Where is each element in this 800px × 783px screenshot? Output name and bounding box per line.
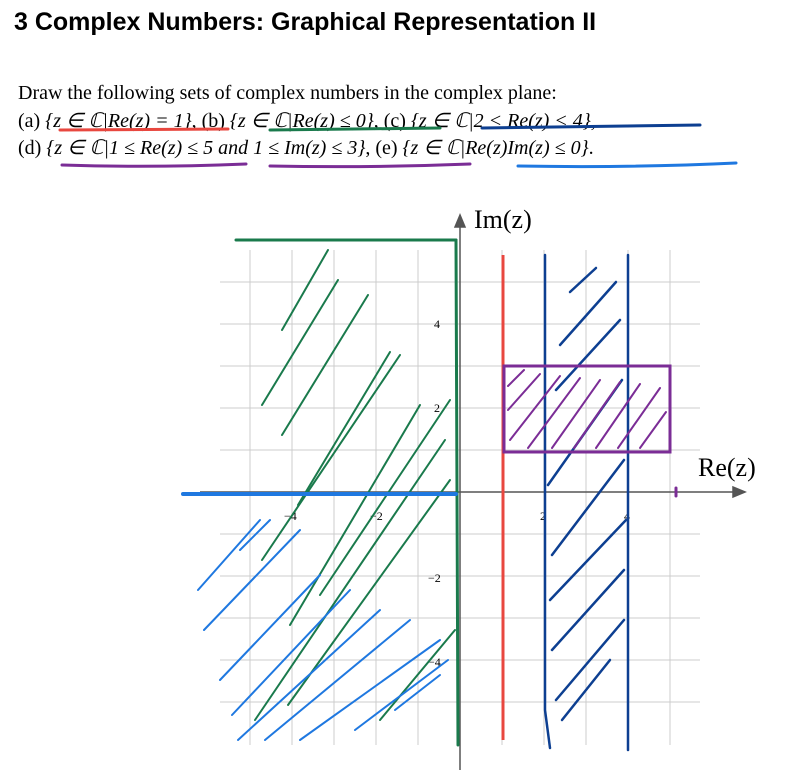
x-tick-2: 2 (540, 509, 546, 523)
item-a-prefix: (a) (18, 110, 46, 132)
imaginary-axis-label: Im(z) (474, 205, 532, 234)
underline-a (58, 127, 230, 132)
handwritten-underlines (58, 123, 738, 169)
y-tick-2: 2 (434, 401, 440, 415)
underline-e (516, 161, 738, 169)
region-d-rectangle (502, 364, 672, 454)
item-d-set-part1: {z ∈ ℂ|1 ≤ Re(z) ≤ 5 (46, 137, 219, 159)
underline-c (480, 123, 702, 130)
item-c-prefix: , (c) (373, 110, 411, 132)
problem-line-1: (a) {z ∈ ℂ|Re(z) = 1}, (b) {z ∈ ℂ|Re(z) … (18, 108, 596, 133)
imaginary-axis-arrow-icon (453, 213, 467, 228)
item-e-prefix: , (e) (365, 137, 403, 159)
region-d-purple (502, 364, 678, 498)
item-b-prefix: , (b) (191, 110, 230, 132)
item-a-set: {z ∈ ℂ|Re(z) = 1} (45, 110, 192, 132)
x-tick-neg2: −2 (370, 509, 383, 523)
page-title: 3 Complex Numbers: Graphical Representat… (14, 8, 597, 36)
underline-d1 (60, 162, 248, 168)
instruction-text: Draw the following sets of complex numbe… (18, 82, 557, 104)
underline-d2 (268, 162, 472, 169)
item-b-set: {z ∈ ℂ|Re(z) ≤ 0} (229, 110, 374, 132)
item-d-prefix: (d) (18, 137, 47, 159)
real-axis-arrow-icon (732, 485, 747, 499)
y-tick-4: 4 (434, 317, 440, 331)
real-axis-label: Re(z) (698, 453, 756, 482)
region-c-navy (543, 253, 630, 752)
item-e-suffix: . (588, 137, 594, 159)
region-e-blue (181, 492, 458, 741)
region-c-boundary-left (543, 253, 552, 750)
problem-line-2: (d) {z ∈ ℂ|1 ≤ Re(z) ≤ 5 and 1 ≤ Im(z) ≤… (18, 135, 594, 160)
item-e-set: {z ∈ ℂ|Re(z)Im(z) ≤ 0} (402, 137, 589, 159)
item-d-and: and (218, 137, 254, 159)
item-d-set-part2: 1 ≤ Im(z) ≤ 3} (253, 137, 366, 159)
underline-b (268, 126, 442, 132)
y-tick-neg2: −2 (428, 571, 441, 585)
